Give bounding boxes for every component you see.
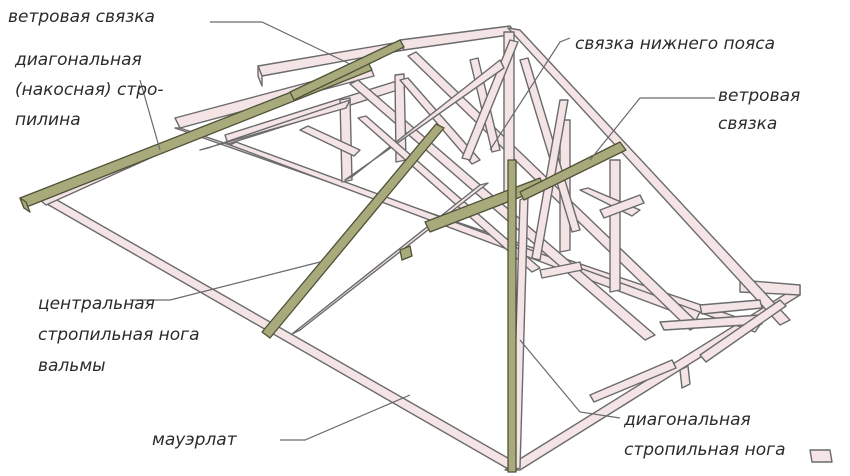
label-lower-chord-tie: связка нижнего пояса [575, 34, 776, 54]
label-wind-brace-top: ветровая связка [8, 7, 155, 27]
label-central-rafter-line1: центральная [38, 294, 155, 314]
label-mauerlat: мауэрлат [152, 430, 237, 450]
label-central-rafter-line2: стропильная нога [38, 325, 200, 345]
label-wind-brace-right-line2: связка [718, 114, 778, 134]
label-diagonal-rafter-line2: (накосная) стро- [15, 80, 164, 100]
label-diagonal-leg-line2: стропильная нога [624, 440, 786, 460]
wind-braces [19, 39, 627, 473]
label-central-rafter-line3: вальмы [38, 356, 106, 376]
label-wind-brace-right-line1: ветровая [718, 86, 801, 106]
leader-lines [130, 21, 715, 441]
roof-trusses [174, 25, 833, 471]
label-diagonal-leg-line1: диагональная [624, 410, 751, 430]
label-diagonal-rafter-line3: пилина [15, 110, 81, 130]
label-diagonal-rafter-line1: диагональная [15, 50, 142, 70]
